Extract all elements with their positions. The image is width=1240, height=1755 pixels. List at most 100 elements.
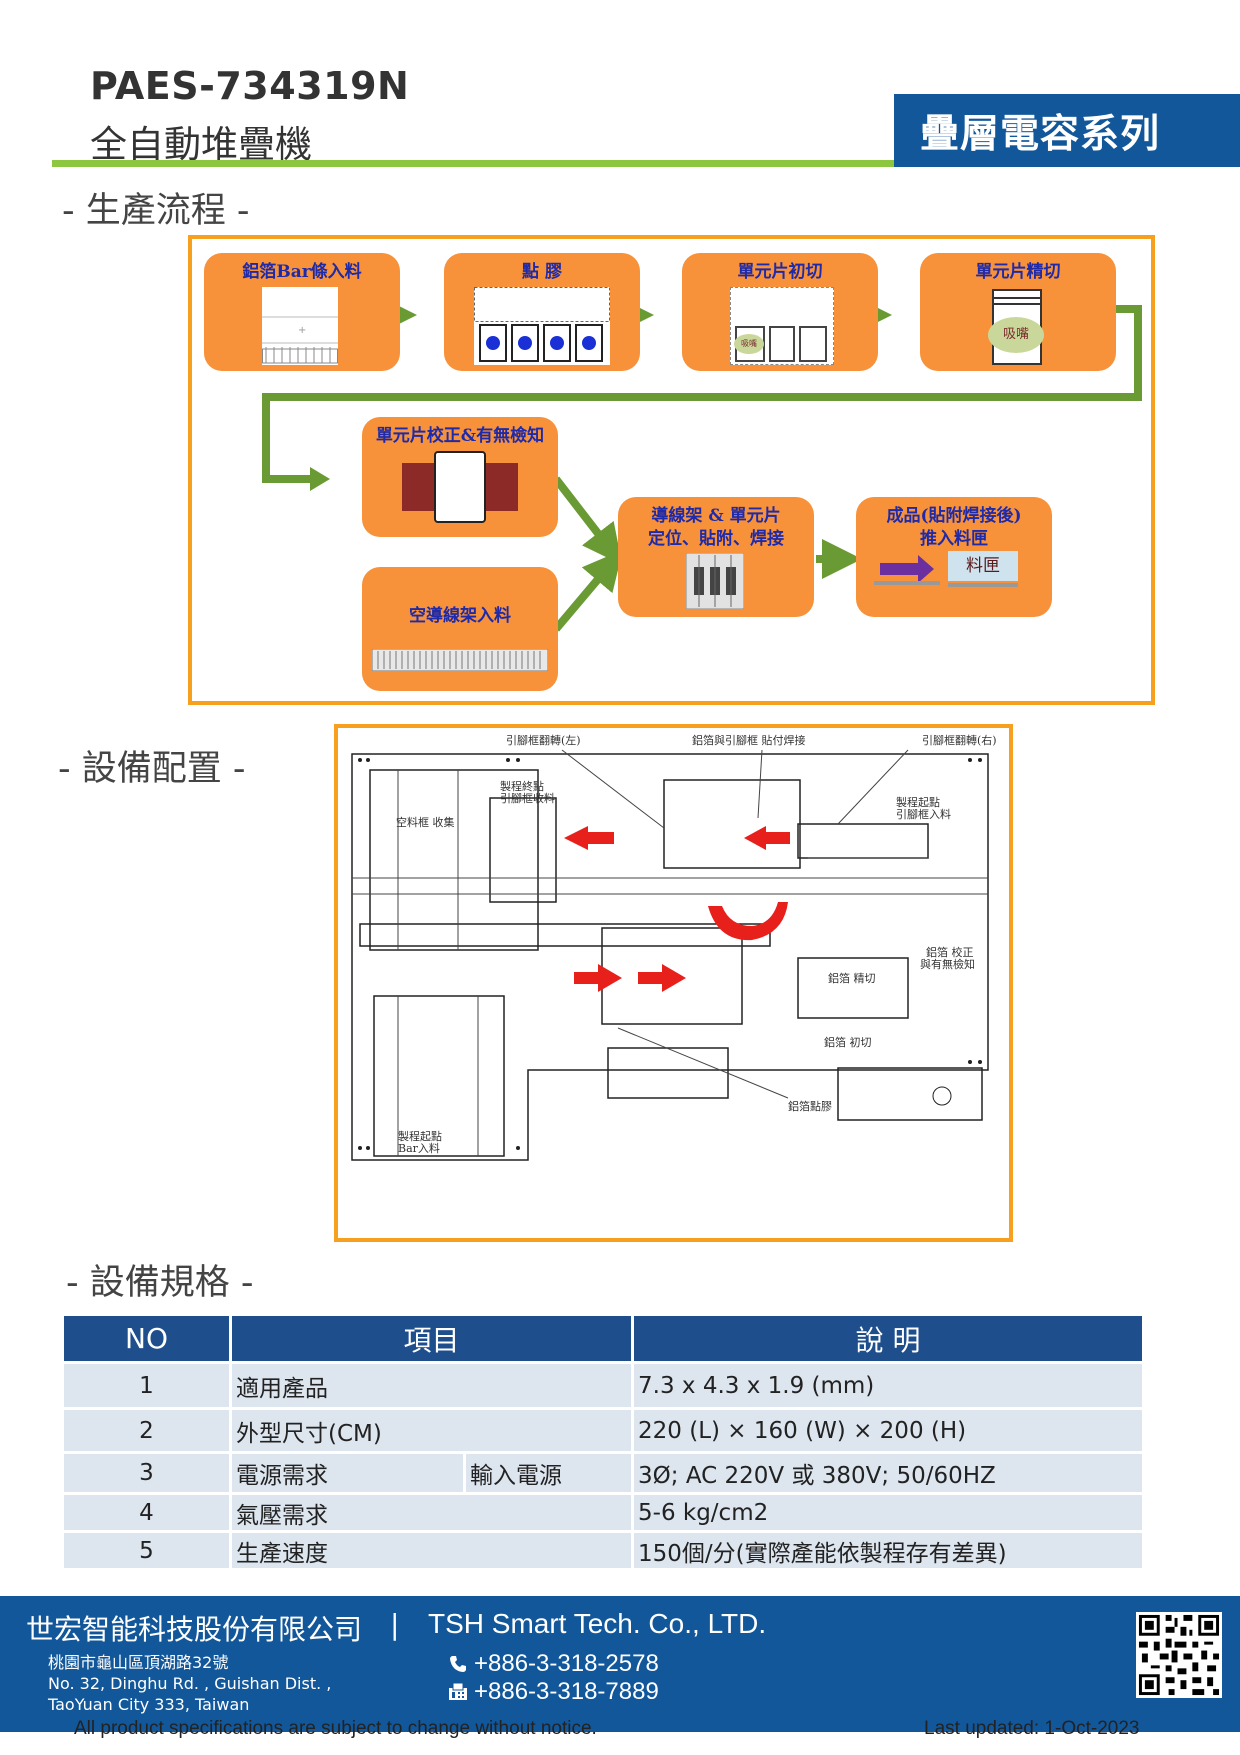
flow-step-label: 單元片精切 (975, 262, 1061, 282)
spec-subitem: 輸入電源 (466, 1451, 635, 1492)
spec-desc: 5-6 kg/cm2 (634, 1492, 1143, 1530)
section-title-flow: - 生產流程 - (62, 191, 250, 231)
layout-diagram (351, 749, 989, 1161)
flow-arrow-6 (552, 549, 623, 632)
flow-step-position-weld: 導線架 & 單元片 定位、貼附、焊接 (618, 497, 814, 617)
spec-item: 適用產品 (232, 1361, 635, 1407)
table-row: 3 電源需求 輸入電源 3Ø; AC 220V 或 380V; 50/60HZ (64, 1451, 1143, 1492)
layout-label: 鋁箔 精切 (828, 972, 876, 985)
layout-arrow-left-1 (564, 826, 614, 850)
flow-step-align-detect: 單元片校正&有無檢知 (362, 417, 558, 537)
layout-label: 引腳框收料 (500, 792, 555, 805)
spec-item: 外型尺寸(CM) (232, 1407, 635, 1451)
flow-step-bar-feed: 鋁箔Bar條入料 + (204, 253, 400, 371)
spec-no: 3 (64, 1451, 232, 1492)
magazine-box: 料匣 (948, 551, 1018, 581)
spec-table: NO 項目 說 明 1 適用產品 7.3 x 4.3 x 1.9 (mm) 2 … (64, 1316, 1143, 1568)
foil-bar-icon: + (262, 287, 338, 365)
spec-no: 2 (64, 1407, 232, 1451)
section-title-specs: - 設備規格 - (66, 1263, 254, 1303)
address-line-3: TaoYuan City 333, Taiwan (48, 1695, 250, 1714)
fine-cut-icon: 吸嘴 (988, 289, 1044, 365)
flow-step-label: 空導線架入料 (409, 606, 511, 626)
fax-number[interactable]: +886-3-318-7889 (474, 1678, 659, 1705)
spec-item: 電源需求 (232, 1451, 466, 1492)
layout-label: 製程終點 (500, 780, 544, 793)
leadframe-icon (372, 649, 548, 671)
dispense-icon (474, 287, 610, 365)
unit-sheet-icon (434, 451, 486, 523)
suction-nozzle-icon: 吸嘴 (734, 334, 764, 354)
flow-step-label: 成品(貼附焊接後) 推入料匣 (856, 505, 1052, 551)
spec-desc: 7.3 x 4.3 x 1.9 (mm) (634, 1361, 1143, 1407)
flow-step-dispense: 點 膠 (444, 253, 640, 371)
footer-separator: | (390, 1608, 400, 1641)
flow-step-rough-cut: 單元片初切 吸嘴 (682, 253, 878, 371)
layout-label: 鋁箔 初切 (824, 1036, 872, 1049)
series-badge: 疊層電容系列 (894, 94, 1240, 167)
layout-label: Bar入料 (398, 1142, 440, 1155)
flow-step-label-line-1: 導線架 & 單元片 (651, 506, 781, 526)
layout-label: 引腳框翻轉(左) (506, 734, 581, 747)
spec-item: 生產速度 (232, 1530, 635, 1568)
product-model: PAES-734319N (90, 64, 410, 108)
table-row: 2 外型尺寸(CM) 220 (L) × 160 (W) × 200 (H) (64, 1407, 1143, 1451)
layout-label: 製程起點 (398, 1130, 442, 1143)
layout-label: 引腳框翻轉(右) (922, 734, 997, 747)
flow-step-label-line-2: 定位、貼附、焊接 (648, 529, 784, 549)
weld-assembly-icon (686, 553, 744, 609)
flow-arrow-4-head (310, 467, 330, 491)
spec-no: 5 (64, 1530, 232, 1568)
phone-number[interactable]: +886-3-318-2578 (474, 1650, 659, 1677)
flow-step-fine-cut: 單元片精切 吸嘴 (920, 253, 1116, 371)
fax-icon (449, 1682, 467, 1700)
footer: 世宏智能科技股份有限公司 | TSH Smart Tech. Co., LTD.… (0, 1596, 1240, 1732)
flow-step-push-magazine: 成品(貼附焊接後) 推入料匣 料匣 (856, 497, 1052, 617)
layout-label: 引腳框入料 (896, 808, 951, 821)
address-line-1: 桃園市龜山區頂湖路32號 (48, 1653, 229, 1672)
layout-arrow-left-2 (744, 826, 790, 850)
push-arrow-icon (874, 555, 940, 585)
rough-cut-icon: 吸嘴 (730, 287, 834, 365)
last-updated: Last updated: 1-Oct-2023 (924, 1718, 1140, 1739)
spec-header-item: 項目 (232, 1316, 635, 1361)
spec-header-desc: 說 明 (634, 1316, 1143, 1361)
table-row: 5 生產速度 150個/分(實際產能依製程存有差異) (64, 1530, 1143, 1568)
layout-label: 鋁箔 校正 (926, 946, 974, 959)
flow-step-label: 導線架 & 單元片 定位、貼附、焊接 (618, 505, 814, 551)
spec-desc: 3Ø; AC 220V 或 380V; 50/60HZ (634, 1451, 1143, 1492)
series-label: 疊層電容系列 (920, 111, 1161, 157)
spec-no: 1 (64, 1361, 232, 1407)
flow-arrow-4 (262, 305, 1142, 483)
spec-desc: 220 (L) × 160 (W) × 200 (H) (634, 1407, 1143, 1451)
flow-step-leadframe-feed: 空導線架入料 (362, 567, 558, 691)
spec-change-notice: All product specifications are subject t… (74, 1718, 597, 1739)
production-flow: 鋁箔Bar條入料 + 點 膠 單元片初切 吸嘴 (188, 235, 1155, 705)
layout-label: 製程起點 (896, 796, 940, 809)
equipment-layout-drawing: 引腳框翻轉(左) 鋁箔與引腳框 貼付焊接 引腳框翻轉(右) 製程終點 引腳框收料… (334, 724, 1013, 1242)
spec-item: 氣壓需求 (232, 1492, 635, 1530)
flow-step-label: 單元片校正&有無檢知 (375, 426, 545, 446)
layout-label: 鋁箔點膠 (788, 1100, 832, 1113)
svg-text:+: + (298, 325, 306, 336)
flow-arrow-5 (552, 476, 623, 565)
company-name-zh: 世宏智能科技股份有限公司 (26, 1613, 363, 1646)
company-name-en: TSH Smart Tech. Co., LTD. (428, 1608, 767, 1639)
product-name: 全自動堆疊機 (90, 123, 312, 166)
flow-step-label: 點 膠 (522, 262, 562, 282)
spec-desc: 150個/分(實際產能依製程存有差異) (634, 1530, 1143, 1568)
table-row: 1 適用產品 7.3 x 4.3 x 1.9 (mm) (64, 1361, 1143, 1407)
layout-arrow-right-2 (638, 964, 686, 992)
flow-step-label: 鋁箔Bar條入料 (242, 262, 362, 282)
address-line-2: No. 32, Dinghu Rd. , Guishan Dist. , (48, 1674, 332, 1693)
flow-step-label: 單元片初切 (737, 262, 823, 282)
spec-no: 4 (64, 1492, 232, 1530)
suction-nozzle-icon: 吸嘴 (988, 317, 1044, 353)
layout-label: 與有無檢知 (920, 958, 975, 971)
table-row: 4 氣壓需求 5-6 kg/cm2 (64, 1492, 1143, 1530)
header-divider (52, 160, 894, 167)
layout-turntable-arc (708, 902, 788, 941)
spec-header-no: NO (64, 1316, 232, 1361)
qr-code-icon[interactable] (1136, 1612, 1222, 1698)
flow-step-label-line-1: 成品(貼附焊接後) (886, 506, 1022, 526)
